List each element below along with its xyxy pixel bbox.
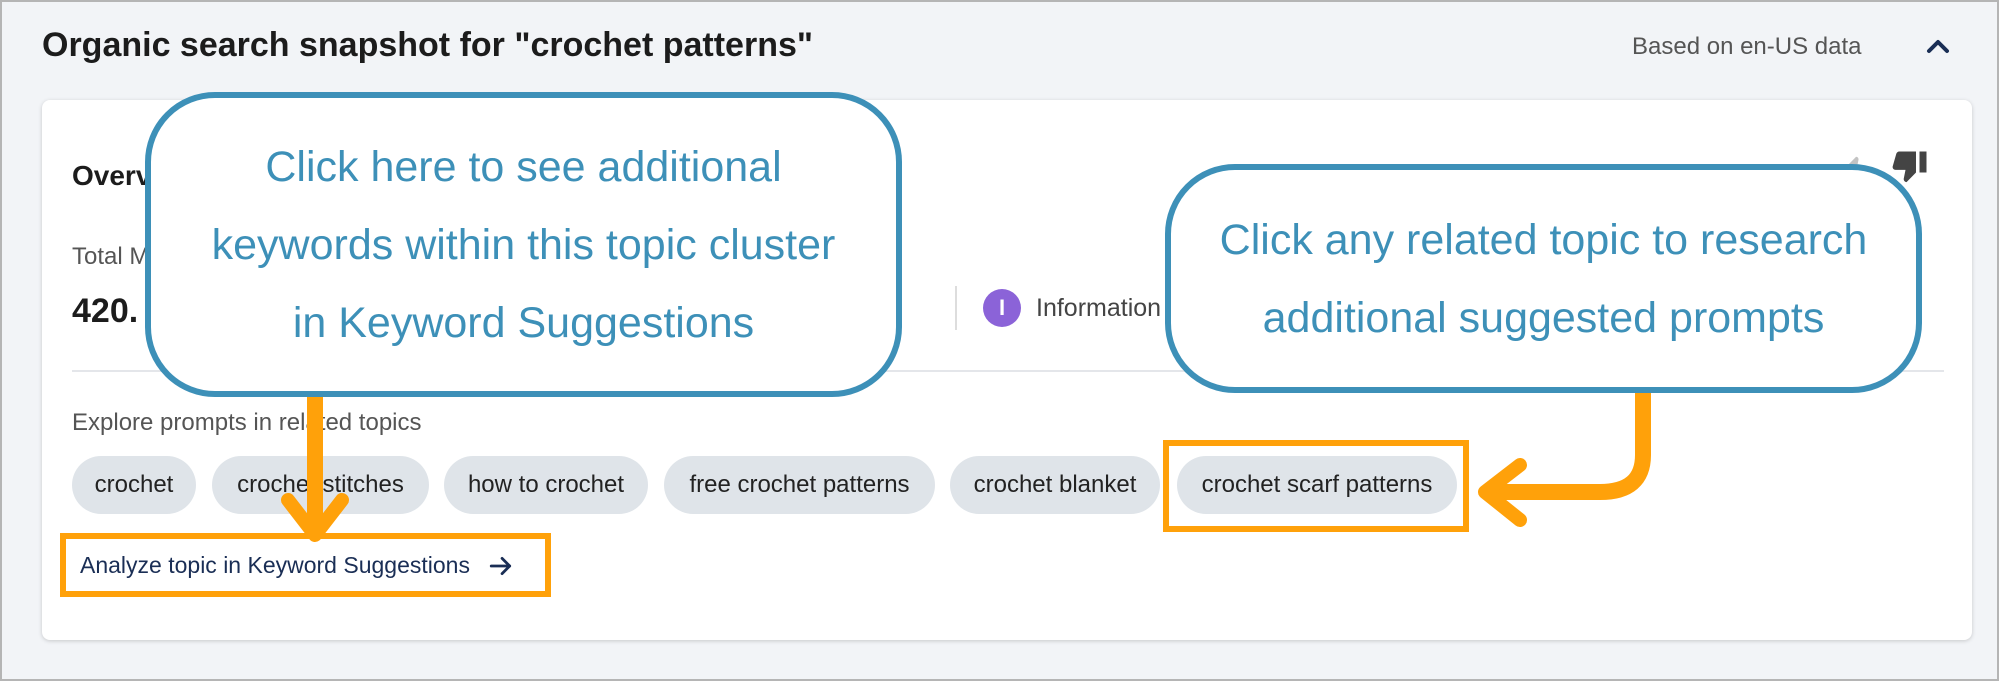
locale-note: Based on en-US data [1632, 33, 1862, 60]
metric-value: 420. [72, 292, 139, 330]
scarf-chip-highlight [1163, 440, 1469, 532]
page-title: Organic search snapshot for "crochet pat… [42, 26, 813, 64]
callout-line: Click here to see additional [265, 142, 782, 191]
callout-line: keywords within this topic cluster [211, 220, 836, 269]
related-topic-callout: Click any related topic to research addi… [1165, 164, 1922, 393]
keyword-suggestions-callout: Click here to see additional keywords wi… [145, 92, 902, 397]
callout-line: additional suggested prompts [1262, 293, 1825, 342]
down-arrow-head [281, 493, 349, 542]
topic-chip-crochet-scarf-patterns[interactable]: crochet scarf patterns [1177, 456, 1457, 514]
callout-line: in Keyword Suggestions [292, 298, 755, 347]
related-topics-heading: Explore prompts in related topics [72, 409, 422, 436]
section-divider [72, 370, 1944, 372]
thumbs-down-button[interactable] [1888, 148, 1930, 190]
topic-chip-crochet-blanket[interactable]: crochet blanket [950, 456, 1160, 514]
topic-chip-free-crochet-patterns[interactable]: free crochet patterns [664, 456, 935, 514]
callout-line: Click any related topic to research [1219, 215, 1868, 264]
thumbs-down-icon [1892, 151, 1927, 183]
chevron-up-icon [1927, 40, 1949, 53]
topic-chip-crochet[interactable]: crochet [72, 456, 196, 514]
analyze-link-highlight [60, 533, 551, 597]
collapse-button[interactable] [1920, 28, 1956, 64]
left-arrow-head [1478, 458, 1527, 527]
topic-chip-how-to-crochet[interactable]: how to crochet [444, 456, 648, 514]
intent-label: Information [1036, 294, 1162, 322]
metric-label: Total M [72, 243, 150, 270]
overview-heading: Overv [72, 160, 152, 191]
analyze-topic-label: Analyze topic in Keyword Suggestions [80, 552, 470, 578]
analyze-topic-link[interactable]: Analyze topic in Keyword Suggestions [80, 552, 514, 579]
left-arrow-shaft [1482, 377, 1651, 500]
arrow-right-icon [489, 556, 512, 575]
metric-divider [955, 286, 957, 330]
intent-badge: I [983, 289, 1021, 327]
